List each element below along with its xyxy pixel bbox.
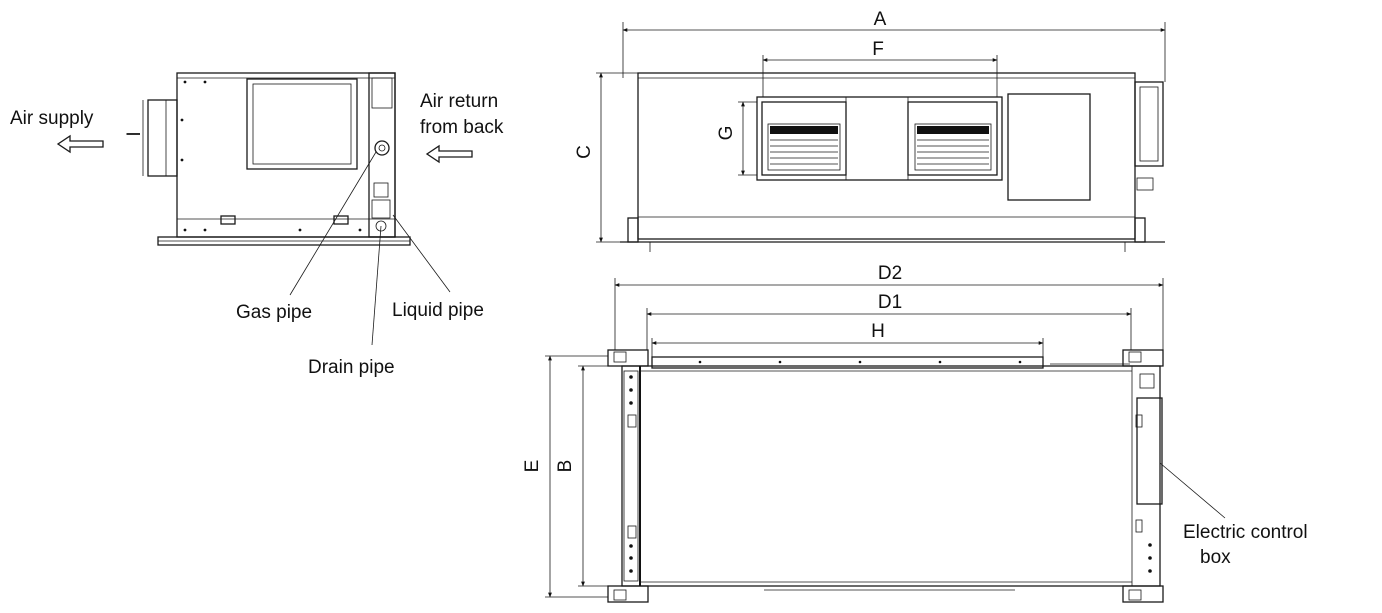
electric-box-label-1: Electric control [1183, 522, 1308, 543]
dim-I: I [124, 131, 145, 136]
fan-outlet-left [767, 123, 841, 171]
air-supply-label: Air supply [10, 108, 94, 129]
gas-pipe-label: Gas pipe [236, 302, 312, 323]
liquid-pipe-label: Liquid pipe [392, 300, 484, 321]
dim-A: A [874, 9, 887, 30]
air-return-label-2: from back [420, 117, 504, 138]
front-view: A F G C [574, 9, 1166, 252]
air-supply-arrow [56, 134, 104, 154]
air-return-label-1: Air return [420, 91, 498, 112]
dim-C: C [574, 145, 595, 159]
electric-box-label-2: box [1200, 547, 1231, 568]
top-view: D2 D1 H [522, 263, 1308, 603]
drain-pipe-label: Drain pipe [308, 357, 395, 378]
side-view: I Air supply Air return from back Gas pi… [10, 72, 504, 378]
dim-B: B [555, 460, 576, 473]
dim-F: F [872, 39, 884, 60]
dim-D1: D1 [878, 292, 902, 313]
fan-outlet-right [914, 123, 992, 171]
air-return-arrow [425, 144, 473, 164]
dim-E: E [522, 460, 543, 473]
dim-H: H [871, 321, 885, 342]
dim-G: G [716, 126, 737, 141]
dim-D2: D2 [878, 263, 902, 284]
